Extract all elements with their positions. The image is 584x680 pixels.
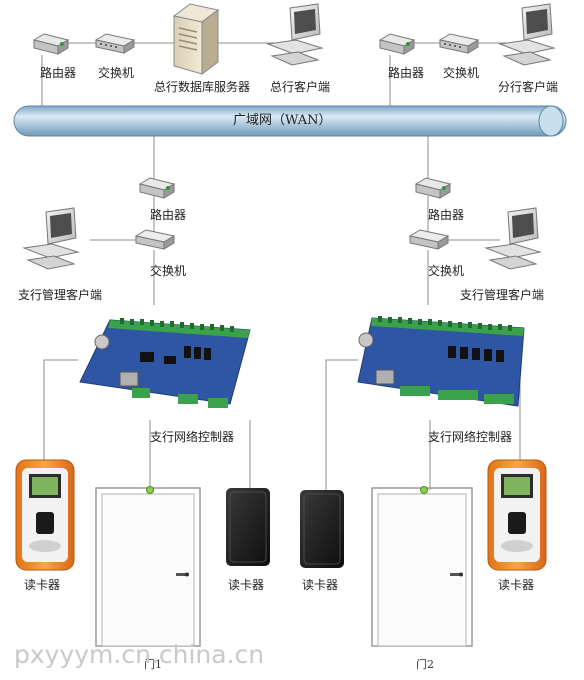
pc-icon: [22, 207, 80, 270]
router-icon: [414, 177, 452, 199]
router-label: 路由器: [150, 208, 187, 222]
switch-label: 交换机: [150, 264, 187, 278]
switch-label: 交换机: [428, 264, 465, 278]
reader-label: 读卡器: [24, 578, 61, 592]
router-label: 路由器: [428, 208, 465, 222]
pc-icon: [484, 207, 542, 270]
wan-pipe: [13, 105, 567, 137]
client-label: 支行管理客户端: [460, 288, 545, 302]
switch-label: 交换机: [443, 66, 480, 80]
door-label: 门2: [416, 658, 434, 671]
switch-label: 交换机: [98, 66, 135, 80]
pc-icon: [266, 3, 324, 66]
server-label: 总行数据库服务器: [154, 80, 251, 94]
card-reader-icon: [300, 490, 344, 568]
door-icon: [95, 486, 201, 647]
door-label: 门1: [144, 658, 162, 671]
router-icon: [32, 33, 70, 55]
switch-icon: [94, 33, 136, 54]
controller-board-icon: [357, 316, 525, 407]
controller-label: 支行网络控制器: [150, 430, 235, 444]
router-label: 路由器: [40, 66, 77, 80]
router-icon: [138, 177, 176, 199]
reader-label: 读卡器: [302, 578, 339, 592]
pc-icon: [498, 3, 556, 66]
router-icon: [378, 33, 416, 55]
door-icon: [371, 486, 473, 647]
client-label: 总行客户端: [270, 80, 331, 94]
switch-icon: [408, 229, 450, 250]
fingerprint-reader-icon: [15, 459, 75, 571]
reader-label: 读卡器: [228, 578, 265, 592]
card-reader-icon: [226, 488, 270, 566]
fingerprint-reader-icon: [487, 459, 547, 571]
controller-label: 支行网络控制器: [428, 430, 513, 444]
switch-icon: [438, 33, 480, 54]
client-label: 支行管理客户端: [18, 288, 103, 302]
controller-board-icon: [79, 318, 251, 408]
watermark: pxyyym.cn.china.cn: [14, 640, 265, 669]
wan-label: 广域网（WAN）: [233, 113, 332, 128]
router-label: 路由器: [388, 66, 425, 80]
switch-icon: [134, 229, 176, 250]
server-icon: [172, 3, 220, 75]
reader-label: 读卡器: [498, 578, 535, 592]
client-label: 分行客户端: [498, 80, 559, 94]
